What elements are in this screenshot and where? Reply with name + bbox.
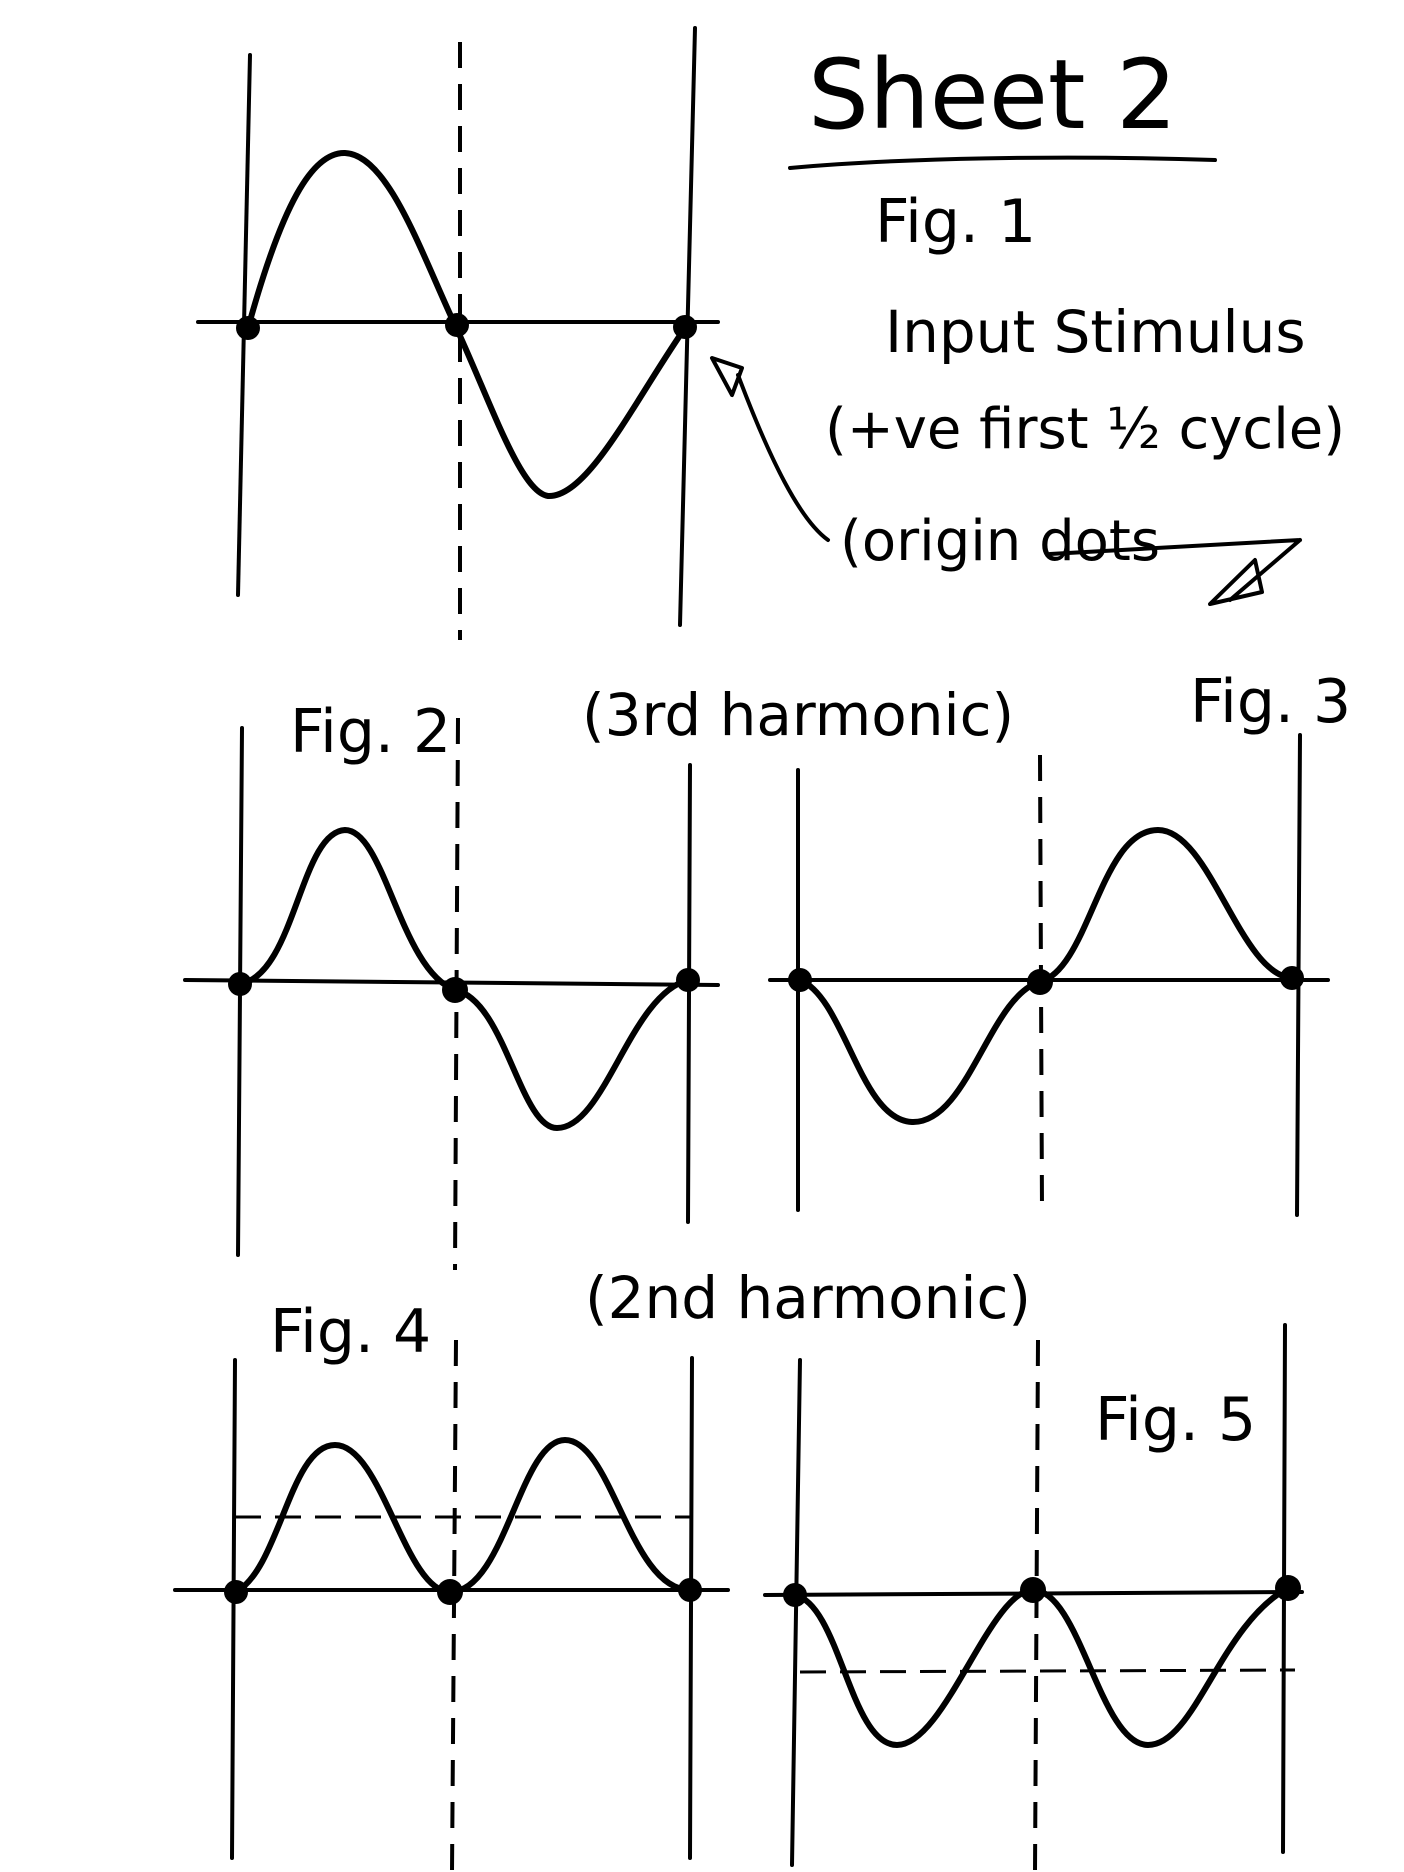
fig3-label: Fig. 3 (1190, 667, 1351, 737)
origin-dots-down-arrow (1048, 538, 1302, 606)
fig1-caption-line1: Input Stimulus (885, 298, 1306, 366)
fig4-origin-dot (678, 1578, 702, 1602)
fig5-label: Fig. 5 (1095, 1385, 1256, 1455)
fig4-waveform (233, 1437, 693, 1595)
fig4-label: Fig. 4 (270, 1297, 431, 1367)
fig5-waveform (792, 1585, 1291, 1748)
fig2-origin-dot (676, 968, 700, 992)
third-harmonic-note: (3rd harmonic) (582, 681, 1014, 749)
fig2-origin-dot (228, 972, 252, 996)
fig3-origin-dot (1027, 969, 1053, 995)
origin-dots-note: (origin dots (840, 509, 1160, 574)
sheet-title: Sheet 2 (808, 39, 1177, 151)
fig3-origin-dot (1280, 966, 1304, 990)
fig1-origin-dot (673, 315, 697, 339)
fig4-diagram (173, 1339, 730, 1872)
fig5-dc-offset-dashed-line (799, 1668, 1296, 1674)
fig3-diagram (768, 733, 1330, 1217)
fig5-center-dashed-line (1033, 1339, 1040, 1872)
fig2-origin-dot (442, 977, 468, 1003)
fig1-label: Fig. 1 (875, 187, 1036, 257)
fig2-right-axis (686, 763, 692, 1224)
fig4-center-dashed-line (450, 1339, 458, 1872)
fig1-origin-dot (236, 316, 260, 340)
fig4-left-axis (230, 1358, 237, 1860)
fig5-origin-dot (1275, 1575, 1301, 1601)
fig2-label: Fig. 2 (290, 697, 451, 767)
fig5-diagram (763, 1323, 1304, 1872)
fig4-origin-dot (437, 1579, 463, 1605)
origin-dots-pointer-arrowhead (710, 356, 744, 397)
fig3-origin-dot (788, 968, 812, 992)
fig5-origin-dot (1020, 1577, 1046, 1603)
fig1-caption-line2: (+ve first ½ cycle) (825, 397, 1345, 462)
title-underline (788, 155, 1217, 170)
fig4-right-axis (688, 1356, 694, 1860)
fig2-diagram (183, 717, 720, 1271)
fig5-left-axis (790, 1358, 802, 1867)
fig2-waveform (237, 827, 691, 1131)
fig1-origin-dot (445, 313, 469, 337)
fig5-origin-dot (783, 1583, 807, 1607)
second-harmonic-note: (2nd harmonic) (585, 1264, 1031, 1332)
fig4-origin-dot (224, 1580, 248, 1604)
origin-dots-pointer-arrow (736, 373, 830, 542)
fig1-diagram (196, 26, 720, 640)
